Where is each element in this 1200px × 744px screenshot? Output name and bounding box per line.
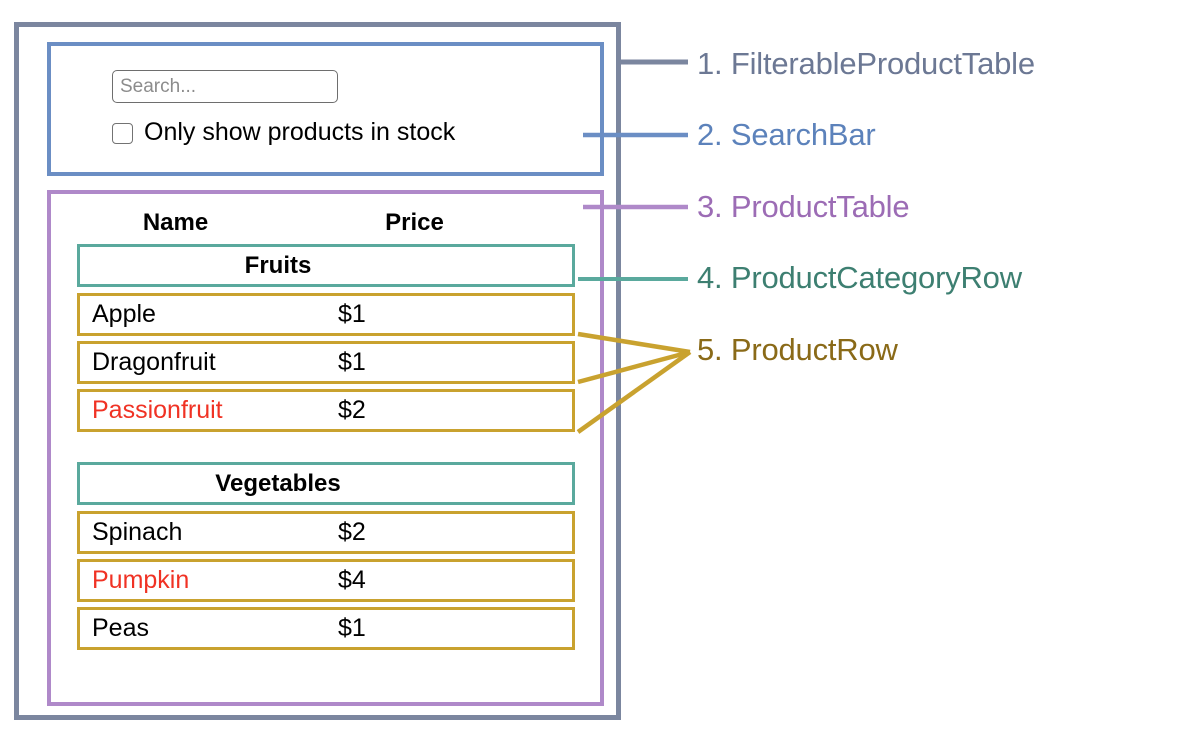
table-header-row: Name Price <box>77 202 575 244</box>
filterable-product-table-component: Only show products in stock Name Price F… <box>14 22 621 720</box>
product-price: $2 <box>338 518 366 546</box>
legend-item-product-row: 5. ProductRow <box>697 332 898 367</box>
product-category-row: Vegetables <box>77 462 575 505</box>
product-category-label: Fruits <box>244 251 312 279</box>
product-name: Peas <box>92 614 149 642</box>
table-row[interactable]: Apple $1 <box>77 293 575 336</box>
product-price: $1 <box>338 348 366 376</box>
in-stock-checkbox[interactable] <box>112 123 133 144</box>
product-name: Spinach <box>92 518 183 546</box>
table-row[interactable]: Dragonfruit $1 <box>77 341 575 384</box>
product-name: Pumpkin <box>92 566 190 594</box>
table-row[interactable]: Passionfruit $2 <box>77 389 575 432</box>
product-price: $1 <box>338 614 366 642</box>
product-name: Apple <box>92 300 156 328</box>
column-header-price: Price <box>385 209 444 236</box>
table-row[interactable]: Pumpkin $4 <box>77 559 575 602</box>
product-table-inner: Name Price Fruits Apple $1 Dragonfruit $… <box>77 202 575 655</box>
in-stock-filter-row[interactable]: Only show products in stock <box>112 120 455 145</box>
product-price: $4 <box>338 566 366 594</box>
product-category-label: Vegetables <box>215 469 341 497</box>
legend-item-product-category-row: 4. ProductCategoryRow <box>697 260 1022 295</box>
in-stock-checkbox-label: Only show products in stock <box>144 118 456 146</box>
product-category-row: Fruits <box>77 244 575 287</box>
search-bar-component: Only show products in stock <box>47 42 604 176</box>
legend-item-product-table: 3. ProductTable <box>697 189 910 224</box>
column-header-name: Name <box>142 209 209 236</box>
legend-item-search-bar: 2. SearchBar <box>697 117 876 152</box>
table-row[interactable]: Spinach $2 <box>77 511 575 554</box>
product-price: $2 <box>338 396 366 424</box>
product-name: Dragonfruit <box>92 348 216 376</box>
product-price: $1 <box>338 300 366 328</box>
table-row[interactable]: Peas $1 <box>77 607 575 650</box>
search-input[interactable] <box>112 70 338 103</box>
product-table-component: Name Price Fruits Apple $1 Dragonfruit $… <box>47 190 604 706</box>
category-spacer <box>77 437 575 462</box>
product-name: Passionfruit <box>92 396 223 424</box>
legend-item-filterable-product-table: 1. FilterableProductTable <box>697 46 1035 81</box>
